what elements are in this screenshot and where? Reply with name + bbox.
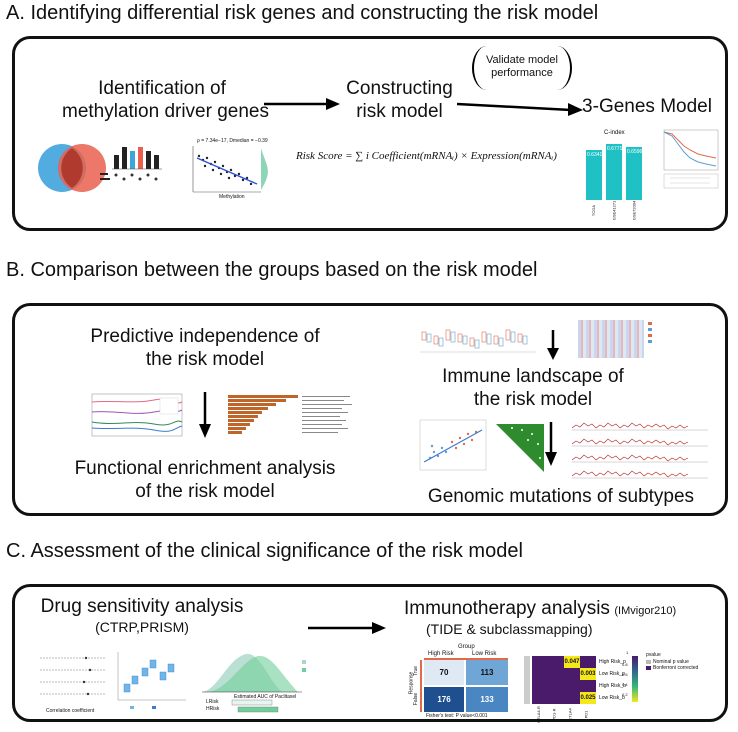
functional-enrichment-label: Functional enrichment analysis of the ri… xyxy=(74,458,336,502)
cell-lr-true: 113 xyxy=(466,660,508,685)
heat-cell-r4c4: 0.025 xyxy=(580,692,596,704)
methylation-scatter: ρ = 7.34e−17, Dmedian = −0.39 Methylatio… xyxy=(183,138,278,202)
time-auc-plot xyxy=(91,393,183,437)
heat-cell-r3c1 xyxy=(532,680,548,692)
section-a-title: A. Identifying differential risk genes a… xyxy=(6,2,599,24)
section-c-panel xyxy=(12,584,728,722)
heat-sidebar xyxy=(524,656,530,704)
cindex-chart: C-index 0.6341 0.6771 0.6596 TCGA GSE412… xyxy=(578,128,650,224)
cell-hr-true: 70 xyxy=(424,660,464,685)
arrow-b-right-h xyxy=(547,330,559,360)
subclass-heatmap: 0.047 0.003 0.025 High Risk_p Low Risk_p… xyxy=(524,650,718,723)
immune-boxplot xyxy=(420,329,536,353)
immune-landscape-label: Immune landscape of the risk model xyxy=(442,366,624,410)
heat-cell-r3c3 xyxy=(564,680,580,692)
cindex-bar-1 xyxy=(586,150,602,200)
drug-sensitivity-label: Drug sensitivity analysis (CTRP,PRISM) xyxy=(40,596,244,635)
enrichment-barplot xyxy=(228,395,352,434)
corr-xlabel: Correlation coefficient xyxy=(46,708,95,714)
heat-cell-r4c3 xyxy=(564,692,580,704)
heat-cell-r1c4 xyxy=(580,656,596,668)
heat-cell-r2c2 xyxy=(548,668,564,680)
correlation-matrix xyxy=(496,424,544,472)
step2-label: Constructing risk model xyxy=(346,78,453,122)
risk-immune-scatter xyxy=(419,419,487,471)
arrow-b-right-v xyxy=(545,422,557,466)
arrow-c xyxy=(308,622,386,634)
immune-heatmap-legend xyxy=(648,322,652,343)
heat-cell-r4c2 xyxy=(548,692,564,704)
contingency-stripe-v xyxy=(420,660,422,712)
arrow-b-left xyxy=(199,392,211,438)
contingency-table: Group High Risk Low Risk Response True F… xyxy=(408,644,516,720)
km-curve xyxy=(663,129,719,189)
genomic-mutations-label: Genomic mutations of subtypes xyxy=(427,486,695,507)
contingency-stripe-h xyxy=(424,658,508,660)
heat-cell-r1c3: 0.047 xyxy=(564,656,580,668)
venn-diagram xyxy=(38,144,106,192)
immune-heatmap xyxy=(578,320,644,358)
legend-swatch-bonferroni xyxy=(646,666,651,670)
heat-cell-r4c1 xyxy=(532,692,548,704)
arrow-a1 xyxy=(264,98,340,110)
heat-cell-r1c2 xyxy=(548,656,564,668)
upset-plot xyxy=(100,147,162,181)
color-scale xyxy=(632,656,638,702)
density-group-1: LRisk xyxy=(206,699,219,705)
heat-cell-r1c1 xyxy=(532,656,548,668)
heat-cell-r2c4: 0.003 xyxy=(580,668,596,680)
heat-cell-r3c2 xyxy=(548,680,564,692)
step3-label: 3-Genes Model xyxy=(582,96,712,117)
mutation-tracks xyxy=(571,422,708,479)
density-xlabel: Estimated AUC of Paclitaxel xyxy=(234,694,297,700)
heat-cell-r3c4 xyxy=(580,680,596,692)
validate-bracket xyxy=(472,46,572,90)
section-c-title: C. Assessment of the clinical significan… xyxy=(6,540,523,562)
step1-label: Identification of methylation driver gen… xyxy=(62,78,269,122)
section-b-title: B. Comparison between the groups based o… xyxy=(6,259,538,281)
drug-correlation-plot xyxy=(40,656,106,696)
heat-cell-r2c3 xyxy=(564,668,580,680)
predictive-independence-label: Predictive independence of the risk mode… xyxy=(90,326,320,370)
risk-score-formula: Risk Score = ∑ i Coefficient(mRNAᵢ) × Ex… xyxy=(296,150,557,162)
cindex-bar-2 xyxy=(606,144,622,200)
arrow-a2 xyxy=(456,102,583,116)
cindex-bar-3 xyxy=(626,147,642,200)
paclitaxel-density xyxy=(202,653,306,713)
heat-cell-r2c1 xyxy=(532,668,548,680)
cell-hr-false: 176 xyxy=(424,687,464,712)
density-group-2: HRisk xyxy=(206,706,220,712)
immunotherapy-label: Immunotherapy analysis (IMvigor210) (TID… xyxy=(404,598,677,637)
validate-label: Validate model performance xyxy=(486,54,558,80)
drug-boxplot xyxy=(117,652,186,709)
cell-lr-false: 133 xyxy=(466,687,508,712)
legend-swatch-nominal xyxy=(646,660,651,664)
